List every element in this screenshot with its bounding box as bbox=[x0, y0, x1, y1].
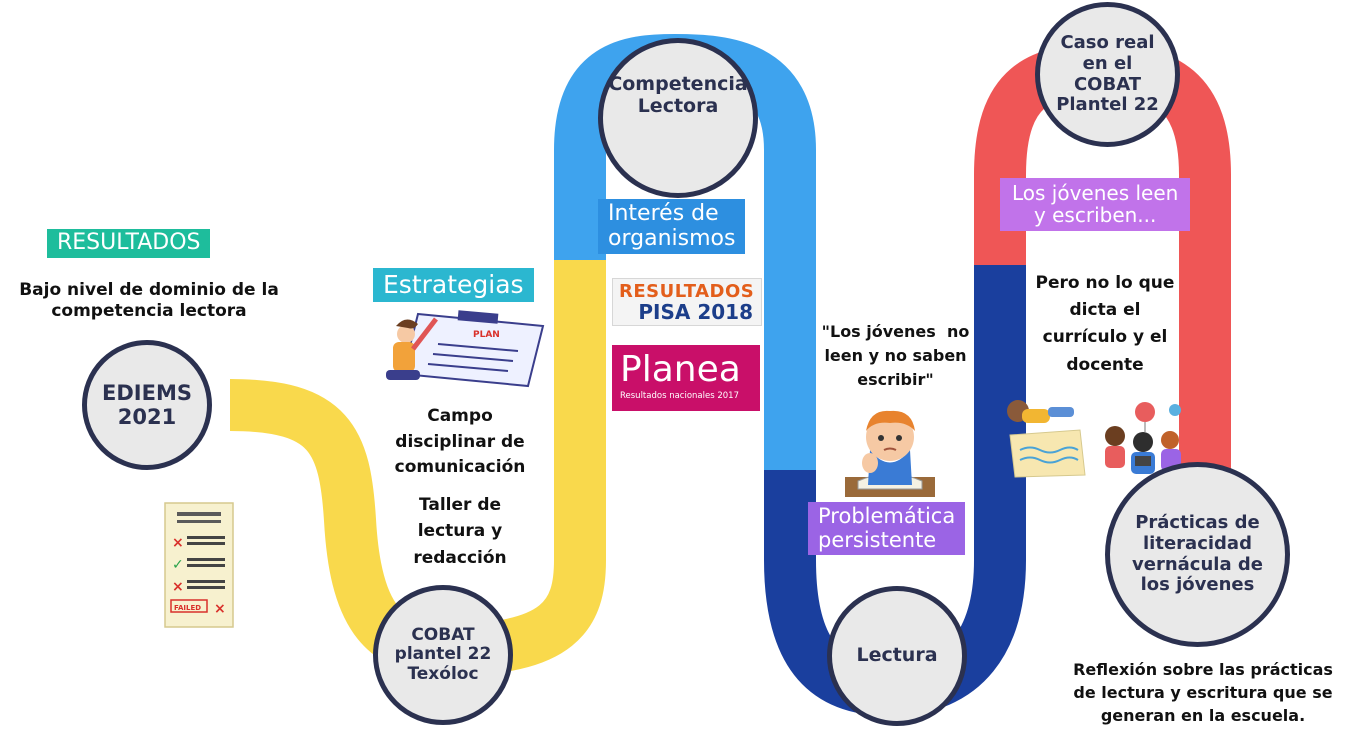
pero-line-1: Pero no lo que bbox=[1035, 273, 1175, 293]
node-ediems: EDIEMS 2021 bbox=[82, 340, 212, 470]
bored-boy-illustration bbox=[845, 410, 935, 497]
node-practicas-line-3: vernácula de bbox=[1132, 553, 1263, 575]
interes-tag: Interés de organismos bbox=[598, 199, 746, 255]
failed-test-illustration: × ✓ × FAILED × bbox=[164, 502, 234, 628]
svg-text:×: × bbox=[172, 579, 184, 595]
node-caso-real-line-2: en el bbox=[1082, 52, 1133, 74]
jovenes-leen-tag: Los jóvenes leen y escriben... bbox=[1000, 178, 1191, 231]
reading-girl-illustration bbox=[1007, 400, 1086, 478]
svg-text:×: × bbox=[214, 601, 226, 617]
pero-line-2: dicta el bbox=[1069, 300, 1141, 321]
node-practicas-line-1: Prácticas de bbox=[1135, 512, 1260, 534]
bajo-nivel-line-1: Bajo nivel de dominio de la bbox=[19, 280, 279, 300]
svg-text:✓: ✓ bbox=[172, 557, 184, 573]
quote-text: "Los jóvenes no leen y no saben escribir… bbox=[808, 320, 983, 392]
taller-line-2: lectura y bbox=[417, 521, 503, 542]
pisa-logo-line-2: PISA 2018 bbox=[638, 300, 753, 324]
node-lectura: Lectura bbox=[827, 586, 967, 726]
planea-logo-title: Planea bbox=[620, 349, 741, 390]
interes-line-2: organismos bbox=[608, 225, 736, 251]
campo-line-3: comunicación bbox=[394, 457, 526, 477]
taller-line-1: Taller de bbox=[418, 495, 502, 515]
jovenes-leen-line-1: Los jóvenes leen bbox=[1012, 181, 1179, 205]
bajo-nivel-text: Bajo nivel de dominio de la competencia … bbox=[4, 280, 294, 323]
campo-text: Campo disciplinar de comunicación bbox=[380, 404, 540, 481]
jovenes-leen-line-2: y escriben... bbox=[1033, 203, 1157, 228]
campo-line-2: disciplinar de bbox=[395, 431, 525, 452]
node-cobat-line-1: COBAT bbox=[411, 624, 475, 645]
node-cobat-texoloc: COBAT plantel 22 Texóloc bbox=[373, 585, 513, 725]
quote-line-3: escribir" bbox=[857, 370, 934, 389]
campo-line-1: Campo bbox=[427, 406, 493, 426]
resultados-tag: RESULTADOS bbox=[47, 229, 211, 258]
interes-line-1: Interés de bbox=[608, 201, 719, 226]
reflexion-text: Reflexión sobre las prácticas de lectura… bbox=[1058, 658, 1348, 728]
plan-clipboard-illustration: PLAN bbox=[386, 310, 545, 388]
problematica-line-1: Problemática bbox=[818, 504, 956, 528]
pisa-logo: RESULTADOS PISA 2018 bbox=[612, 278, 762, 326]
quote-line-1: "Los jóvenes no bbox=[821, 322, 970, 341]
node-ediems-line-1: EDIEMS bbox=[102, 380, 192, 405]
node-practicas-line-2: literacidad bbox=[1143, 532, 1252, 554]
node-cobat-line-2: plantel 22 bbox=[394, 644, 492, 665]
node-caso-real-line-3: COBAT bbox=[1073, 73, 1142, 95]
svg-text:×: × bbox=[172, 535, 184, 551]
estrategias-tag: Estrategias bbox=[373, 268, 534, 302]
taller-line-3: redacción bbox=[413, 547, 507, 568]
node-practicas-line-4: los jóvenes bbox=[1140, 574, 1255, 596]
pero-text: Pero no lo que dicta el currículo y el d… bbox=[1020, 270, 1190, 379]
plan-label: PLAN bbox=[473, 330, 500, 340]
node-practicas: Prácticas de literacidad vernácula de lo… bbox=[1105, 462, 1290, 647]
failed-stamp: FAILED bbox=[174, 604, 201, 612]
pero-line-3: currículo y el bbox=[1042, 327, 1168, 348]
node-ediems-line-2: 2021 bbox=[117, 405, 177, 429]
node-caso-real-line-4: Plantel 22 bbox=[1056, 94, 1159, 116]
node-competencia-line-2: Lectora bbox=[637, 95, 719, 117]
node-competencia-line-1: Competencia bbox=[608, 73, 748, 96]
resultados-label: RESULTADOS bbox=[57, 230, 201, 255]
node-caso-real-line-1: Caso real bbox=[1060, 32, 1155, 54]
quote-line-2: leen y no saben bbox=[824, 346, 967, 365]
pisa-logo-line-1: RESULTADOS bbox=[619, 281, 755, 302]
taller-text: Taller de lectura y redacción bbox=[380, 492, 540, 571]
problematica-line-2: persistente bbox=[818, 527, 937, 552]
problematica-tag: Problemática persistente bbox=[808, 502, 966, 556]
planea-logo-subtitle: Resultados nacionales 2017 bbox=[620, 391, 739, 401]
node-competencia-lectora: Competencia Lectora bbox=[598, 38, 758, 198]
reflexion-line-3: generan en la escuela. bbox=[1100, 706, 1306, 726]
pero-line-4: docente bbox=[1066, 354, 1144, 375]
planea-logo: Planea Resultados nacionales 2017 bbox=[612, 345, 760, 411]
estrategias-label: Estrategias bbox=[383, 270, 524, 299]
bajo-nivel-line-2: competencia lectora bbox=[51, 301, 247, 322]
road-yellow bbox=[229, 260, 606, 677]
node-cobat-line-3: Texóloc bbox=[407, 663, 479, 684]
reflexion-line-2: de lectura y escritura que se bbox=[1073, 683, 1333, 703]
node-lectura-line-1: Lectura bbox=[856, 644, 938, 667]
reflexion-line-1: Reflexión sobre las prácticas bbox=[1073, 660, 1333, 679]
node-caso-real: Caso real en el COBAT Plantel 22 bbox=[1035, 2, 1180, 147]
